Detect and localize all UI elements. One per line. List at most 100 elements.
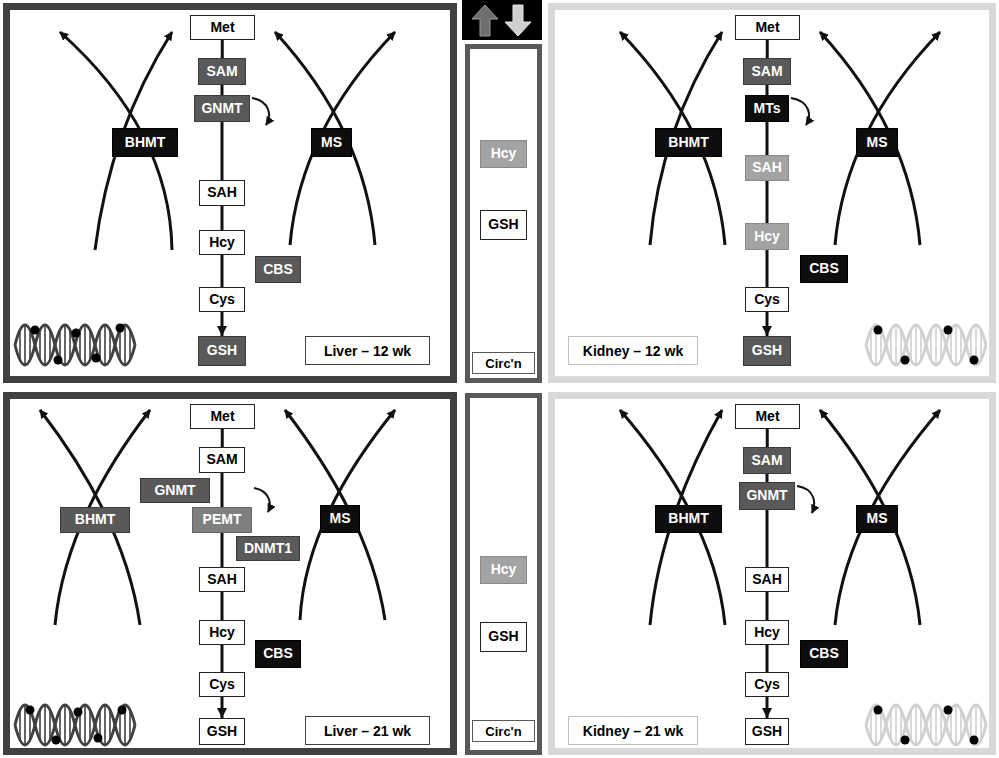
pathway-line <box>221 645 224 672</box>
box-label: PEMT <box>203 512 242 527</box>
methyl-dot <box>874 706 883 715</box>
box-label: GNMT <box>154 483 195 498</box>
pathway-box: Met <box>735 404 800 429</box>
methyl-dot <box>944 706 953 715</box>
pathway-box: CBS <box>800 255 848 283</box>
cycle-arrow <box>650 410 722 625</box>
pathway-line <box>766 474 769 482</box>
cycle-arrow <box>55 410 150 625</box>
pathway-box: MS <box>320 505 360 533</box>
pathway-box: MS <box>311 128 352 157</box>
cycle-arrow <box>650 32 722 245</box>
box-label: Met <box>210 20 234 35</box>
cycle-arrow <box>620 410 725 625</box>
pathway-box: Hcy <box>199 230 245 255</box>
pathway-box: Met <box>190 15 255 40</box>
pathway-line <box>221 592 224 620</box>
pathway-line <box>221 473 224 507</box>
box-label: MS <box>867 511 888 526</box>
box-label: GNMT <box>201 101 242 116</box>
pathway-line <box>766 122 769 155</box>
pathway-box: CBS <box>255 640 301 668</box>
box-label: MS <box>330 511 351 526</box>
pathway-box: GSH <box>480 622 527 652</box>
pathway-box: Hcy <box>480 140 527 168</box>
pathway-line <box>766 312 769 336</box>
box-label: MTs <box>754 101 781 116</box>
pathway-box: Cys <box>745 672 789 697</box>
pathway-box: SAM <box>198 58 246 85</box>
pathway-line <box>766 697 769 718</box>
pathway-box: GSH <box>480 210 527 240</box>
pathway-line <box>221 255 224 287</box>
methyl-dot <box>970 736 979 745</box>
cycle-arrow <box>290 32 395 245</box>
pathway-box: GSH <box>743 336 791 366</box>
cycle-arrow <box>285 410 385 620</box>
box-label: Cys <box>209 292 235 307</box>
pathway-box: Hcy <box>199 620 245 645</box>
methyl-arrow <box>797 486 814 513</box>
pathway-box: GNMT <box>140 478 210 503</box>
pathway-line <box>766 250 769 287</box>
box-label: GSH <box>207 724 237 739</box>
pathway-line <box>766 645 769 672</box>
tissue-panel: Circ'nHcyGSH <box>465 393 542 755</box>
box-label: GSH <box>488 217 518 232</box>
pathway-line <box>221 429 224 447</box>
box-label: Hcy <box>754 229 780 244</box>
panel-label: Circ'n <box>472 720 535 742</box>
methyl-dot <box>26 706 35 715</box>
pathway-box: SAH <box>745 567 789 592</box>
methyl-dot <box>52 736 61 745</box>
box-label: SAH <box>752 160 782 175</box>
methyl-arrow <box>791 98 809 125</box>
pathway-box: Met <box>190 404 255 429</box>
pathway-box: SAH <box>745 155 789 181</box>
cycle-arrows <box>40 32 940 625</box>
pathway-box: MTs <box>745 95 789 122</box>
box-label: SAM <box>206 452 237 467</box>
panel-label: Circ'n <box>472 352 535 374</box>
methyl-dot <box>92 354 101 363</box>
box-label: Met <box>755 409 779 424</box>
box-label: SAM <box>751 453 782 468</box>
box-label: SAH <box>207 185 237 200</box>
pathway-box: BHMT <box>112 128 178 157</box>
box-label: Cys <box>209 677 235 692</box>
pathway-box: BHMT <box>655 505 722 533</box>
box-label: Hcy <box>754 625 780 640</box>
pathway-box: MS <box>856 128 898 157</box>
pathway-line <box>766 429 769 447</box>
box-label: Met <box>210 409 234 424</box>
methyl-dot <box>31 326 40 335</box>
tissue-panel: Liver – 12 wkMetSAMBHMTGNMTMSSAHHcyCBSCy… <box>3 3 457 383</box>
methyl-arrow <box>252 98 269 125</box>
cycle-arrow <box>95 32 172 250</box>
pathway-line <box>221 206 224 230</box>
tissue-panel: Kidney – 12 wkMetSAMBHMTMTsMSSAHHcyCBSCy… <box>548 3 996 383</box>
cycle-arrow <box>820 410 920 625</box>
pathway-box: GNMT <box>194 95 250 122</box>
pathway-box: GSH <box>199 718 245 745</box>
pathway-box: PEMT <box>192 507 252 533</box>
pathway-line <box>766 181 769 223</box>
box-label: SAH <box>207 572 237 587</box>
pathway-box: SAM <box>743 58 791 85</box>
pathway-box: SAH <box>199 567 245 592</box>
box-label: GSH <box>752 724 782 739</box>
down-arrow-symbol <box>505 5 531 36</box>
box-label: BHMT <box>125 135 165 150</box>
pathway-box: DNMT1 <box>236 536 300 561</box>
pathway-box: BHMT <box>655 128 722 157</box>
methyl-arrow <box>254 488 270 512</box>
box-label: Cys <box>754 677 780 692</box>
pathway-box: GSH <box>198 336 246 366</box>
methyl-dot <box>116 324 125 333</box>
cycle-arrow <box>275 32 375 245</box>
panel-label: Liver – 21 wk <box>305 716 430 745</box>
up-arrow-symbol <box>472 5 498 36</box>
box-label: Hcy <box>209 235 235 250</box>
methyl-dot <box>901 736 910 745</box>
pathway-line <box>766 40 769 58</box>
